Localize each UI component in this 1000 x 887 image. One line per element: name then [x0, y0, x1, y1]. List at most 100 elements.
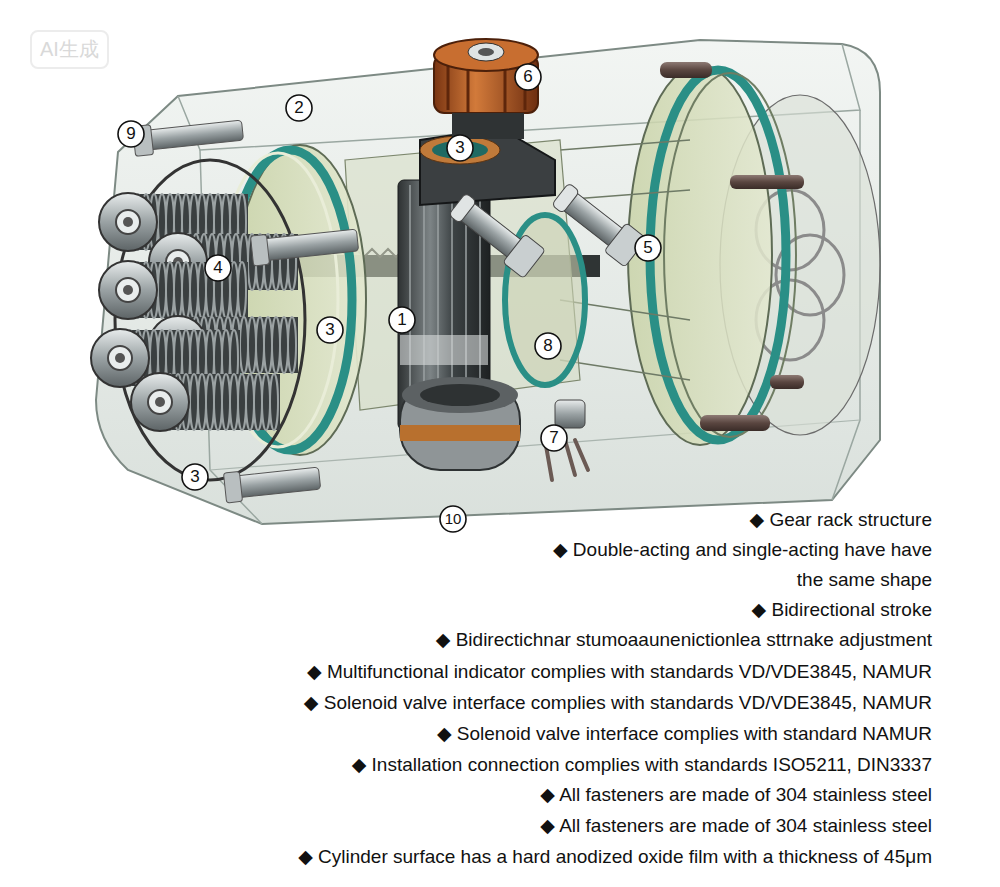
spring-part	[222, 374, 230, 430]
cross-bolts	[446, 180, 647, 279]
callout-number: 3	[182, 467, 208, 487]
callout-circle	[635, 235, 661, 261]
feature-item: ◆ Gear rack structure	[750, 509, 933, 531]
spring-part	[99, 261, 157, 319]
spring-part	[206, 374, 214, 430]
spring-part	[91, 329, 149, 387]
bolts-part-part	[261, 229, 359, 261]
indicator-cap-part	[478, 48, 494, 56]
spring-part	[262, 374, 270, 430]
pinion-part	[400, 425, 520, 441]
spring-part	[248, 317, 256, 373]
spring-part	[214, 374, 222, 430]
spring-part	[166, 262, 174, 318]
feature-item: ◆ Double-acting and single-acting have h…	[542, 535, 932, 595]
callout-circle	[317, 317, 343, 343]
spring-part	[123, 217, 133, 227]
spring-part	[238, 262, 246, 318]
spring-part	[115, 353, 125, 363]
bolts-part-part	[147, 120, 244, 150]
cross-bolts-part	[446, 190, 545, 279]
spring-part	[182, 262, 190, 318]
spring	[131, 373, 280, 431]
callout-circle	[535, 333, 561, 359]
spring-stack	[91, 193, 298, 431]
feature-item: ◆ All fasteners are made of 304 stainles…	[540, 815, 932, 837]
feature-item: ◆ Multifunctional indicator complies wit…	[307, 661, 932, 683]
spring-part	[155, 397, 165, 407]
spring-part	[240, 317, 248, 373]
callout-circles	[118, 64, 661, 532]
cross-bolts-part-part	[552, 183, 580, 214]
spring-part	[148, 390, 172, 414]
callout-number: 3	[317, 320, 343, 340]
pinion-part	[420, 384, 500, 406]
right-piston-part	[628, 65, 772, 445]
indicator-cap-part	[468, 43, 504, 61]
feature-item: ◆ Cylinder surface has a hard anodized o…	[298, 846, 932, 868]
pinion	[398, 128, 555, 470]
spring-part	[108, 346, 132, 370]
right-piston-part	[660, 62, 712, 78]
fitting-part	[555, 400, 585, 428]
callout-circle	[118, 121, 144, 147]
feature-item: ◆ Bidirectional stroke	[752, 599, 932, 621]
callout-circle	[515, 64, 541, 90]
right-piston-part	[650, 70, 786, 440]
callout-circle	[440, 506, 466, 532]
bolts-part-part	[223, 471, 242, 503]
feature-item: ◆ All fasteners are made of 304 stainles…	[540, 784, 932, 806]
right-piston-part	[770, 375, 804, 389]
spring-part	[264, 317, 272, 373]
feature-item: ◆ Bidirectichnar stumoaaunenictionlea st…	[436, 629, 932, 651]
cross-bolts-part	[549, 180, 647, 267]
cross-bolts-part-part	[449, 193, 477, 224]
spring-part	[123, 285, 133, 295]
callout-number: 7	[541, 428, 567, 448]
spring-part	[116, 210, 140, 234]
feature-item: ◆ Solenoid valve interface complies with…	[304, 692, 932, 714]
spring-part	[174, 262, 182, 318]
callout-number: 4	[205, 258, 231, 278]
feature-item: ◆ Solenoid valve interface complies with…	[437, 723, 932, 745]
bolts-part	[250, 225, 359, 266]
spring-part	[246, 374, 254, 430]
spring-part	[238, 374, 246, 430]
cross-bolts-part-part	[503, 234, 546, 278]
spring-part	[280, 317, 288, 373]
bolts-part-part	[250, 234, 269, 266]
housing	[96, 40, 880, 524]
left-piston	[115, 145, 366, 480]
callout-circle	[182, 464, 208, 490]
callout-number: 3	[447, 138, 473, 158]
spring-part	[198, 374, 206, 430]
callout-circle	[541, 425, 567, 451]
pinion-part	[420, 128, 555, 205]
right-piston-part	[730, 175, 804, 189]
callout-number: 5	[635, 238, 661, 258]
spring-part	[190, 374, 198, 430]
spring-part	[158, 262, 166, 318]
spring-part	[256, 317, 264, 373]
spring-part	[230, 374, 238, 430]
callout-circle	[447, 135, 473, 161]
callout-number: 8	[535, 336, 561, 356]
bolts-part	[223, 463, 321, 503]
pinion-part	[400, 335, 488, 365]
right-piston	[560, 62, 880, 445]
spring-part	[99, 193, 157, 251]
spring-part	[254, 374, 262, 430]
spring-part	[190, 262, 198, 318]
pinion-part	[420, 136, 500, 164]
callout-number: 9	[118, 124, 144, 144]
spring-part	[116, 278, 140, 302]
callout-circle	[286, 95, 312, 121]
callout-circle	[389, 307, 415, 333]
callout-number: 10	[440, 509, 466, 529]
housing-part	[96, 40, 880, 524]
right-piston-part	[700, 415, 770, 431]
spring-part	[131, 373, 189, 431]
callout-circle	[205, 255, 231, 281]
callout-number: 1	[389, 310, 415, 330]
